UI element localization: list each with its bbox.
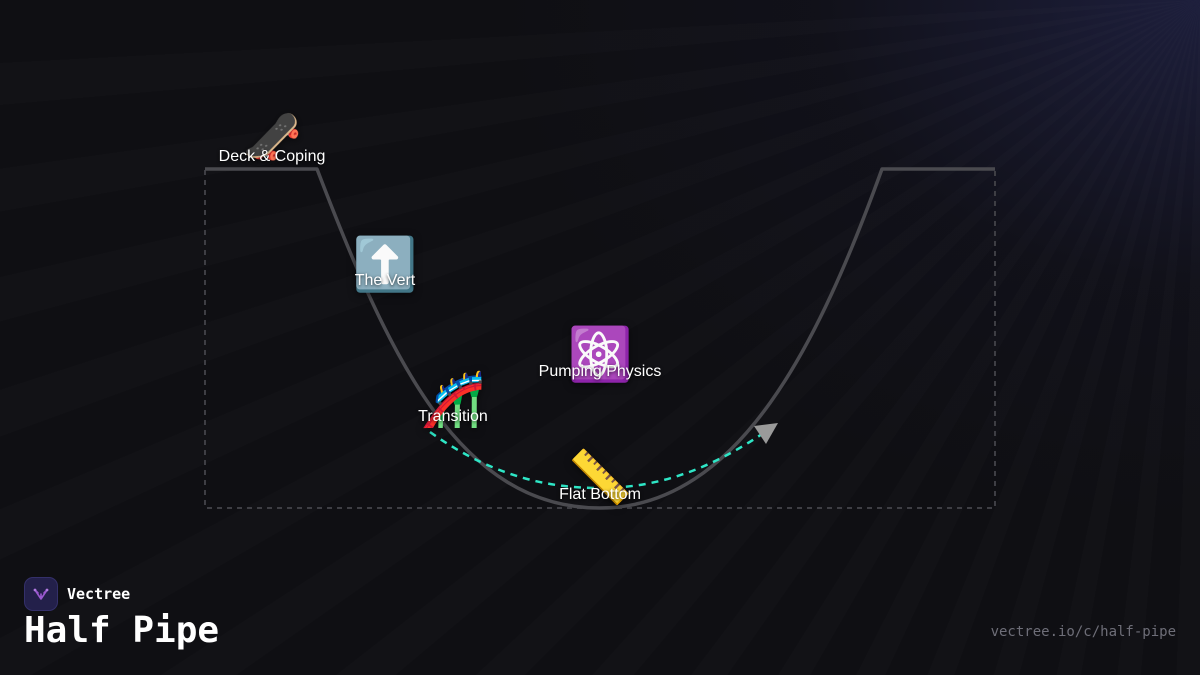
vectree-logo-icon	[24, 577, 58, 611]
atom-icon: ⚛️	[567, 326, 633, 384]
node-pumping-physics: ⚛️ Pumping Physics	[539, 325, 662, 385]
up-arrow-icon: ⬆️	[352, 236, 418, 294]
node-transition: 🎢 Transition	[418, 370, 488, 430]
roller-coaster-icon: 🎢	[420, 371, 486, 429]
node-label-the-vert: The Vert	[354, 272, 416, 289]
node-flat-bottom: 📏 Flat Bottom	[559, 448, 641, 508]
flow-path	[429, 430, 766, 490]
node-the-vert: ⬆️ The Vert	[353, 235, 418, 295]
node-label-transition: Transition	[418, 408, 488, 425]
node-label-deck-coping: Deck & Coping	[218, 148, 326, 165]
brand[interactable]: Vectree	[24, 577, 130, 611]
ruler-icon: 📏	[567, 449, 633, 507]
node-deck-coping: 🛹 Deck & Coping	[219, 100, 326, 177]
ramp-profile	[205, 167, 995, 510]
brand-name: Vectree	[67, 585, 131, 603]
flow-arrowhead	[754, 423, 778, 444]
node-label-flat-bottom: Flat Bottom	[559, 486, 641, 503]
footer-url[interactable]: vectree.io/c/half-pipe	[990, 624, 1176, 640]
page-title: Half Pipe	[24, 610, 220, 651]
node-label-pumping-physics: Pumping Physics	[538, 363, 662, 380]
